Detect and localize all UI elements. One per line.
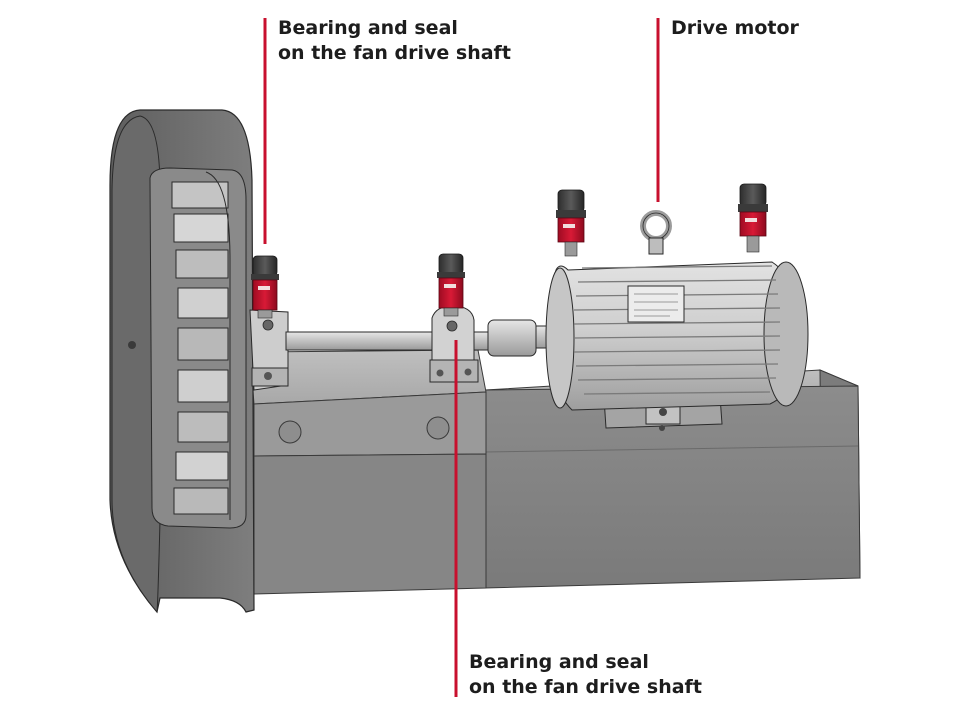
- lubricator-motor-rear: [738, 183, 768, 253]
- lubricator-motor-front: [556, 189, 586, 257]
- lubricator-left: [251, 255, 279, 319]
- callout-label-line: Bearing and seal: [469, 651, 649, 673]
- motor-nameplate: [627, 285, 685, 323]
- callout-label-line: on the fan drive shaft: [278, 42, 511, 64]
- cooling-fins: [573, 265, 781, 395]
- fan-hub: [128, 341, 136, 349]
- callout-label-bearing-bottom: Bearing and seal on the fan drive shaft: [469, 650, 702, 700]
- lifting-eye: [640, 210, 672, 255]
- bearing-block-right: [429, 305, 479, 383]
- lubricator-right-bearing: [437, 253, 465, 317]
- fan-wheel: [109, 109, 255, 614]
- bolt-hole: [278, 420, 302, 444]
- callout-label-line: Drive motor: [671, 17, 799, 39]
- callout-label-motor: Drive motor: [671, 16, 799, 41]
- coupling: [487, 319, 555, 357]
- fan-blades: [171, 181, 229, 515]
- drive-motor: [545, 210, 809, 431]
- bearing-block-left: [249, 309, 289, 391]
- bolt-hole: [426, 416, 450, 440]
- callout-label-bearing-top: Bearing and seal on the fan drive shaft: [278, 16, 511, 66]
- callout-label-line: Bearing and seal: [278, 17, 458, 39]
- base-frame: [249, 349, 861, 595]
- drive-shaft: [285, 331, 491, 351]
- callout-label-line: on the fan drive shaft: [469, 676, 702, 698]
